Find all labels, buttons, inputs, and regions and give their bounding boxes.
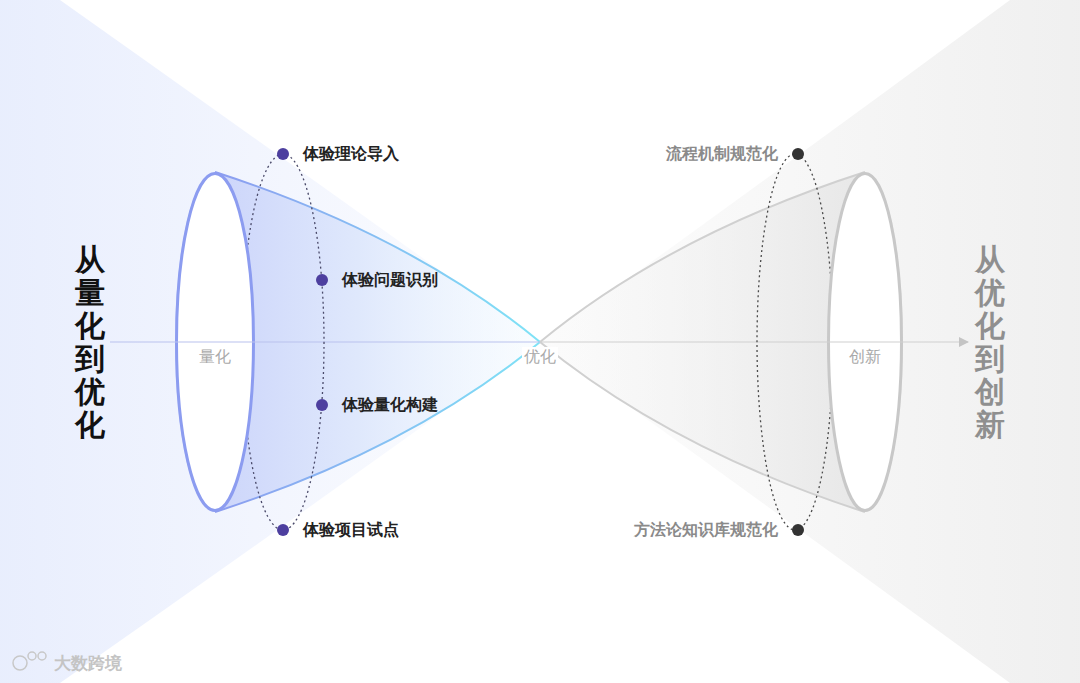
step-label: 流程机制规范化: [666, 144, 778, 163]
step-label: 体验理论导入: [303, 144, 399, 163]
cone-opening: 创新: [827, 172, 903, 512]
phase-title: 从优化到创新: [975, 243, 1005, 441]
step-label: 体验问题识别: [342, 270, 438, 289]
ellipse-outline: [175, 172, 255, 512]
phase-title: 从量化到优化: [75, 243, 105, 441]
cone-opening: 量化: [175, 172, 255, 512]
stage-label: 量化: [197, 347, 233, 366]
watermark: 大数跨境: [54, 653, 122, 673]
step-label: 体验项目试点: [303, 520, 399, 539]
stage-label: 创新: [847, 347, 883, 366]
step-label: 方法论知识库规范化: [634, 520, 778, 539]
stage-label: 优化: [522, 347, 558, 366]
ellipse-outline: [827, 172, 903, 512]
step-label: 体验量化构建: [342, 395, 438, 414]
